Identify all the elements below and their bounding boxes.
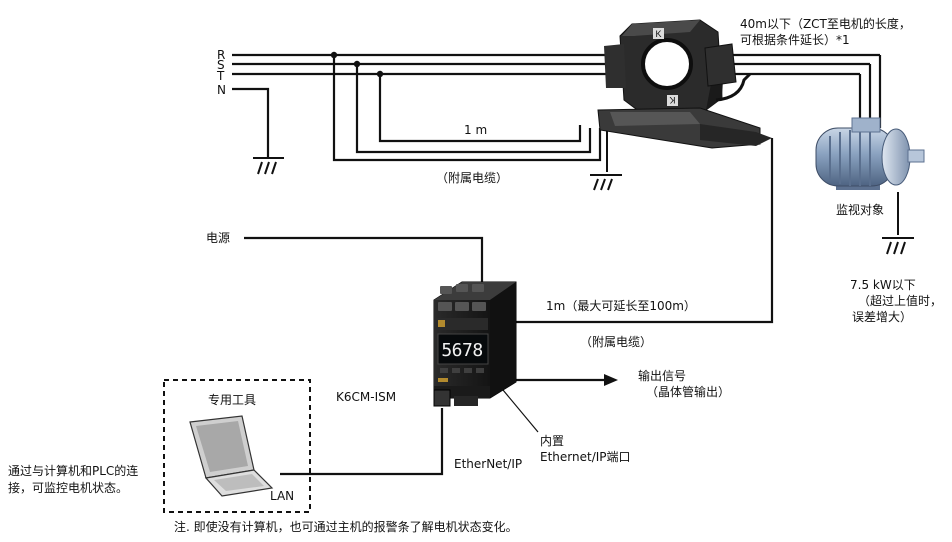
line-label-n: N <box>217 83 226 97</box>
port-leader-line <box>502 389 539 433</box>
tap-cable-length: 1 m <box>464 123 488 137</box>
pc-plc-note-2: 接，可监控电机状态。 <box>8 481 129 495</box>
pc-plc-note-1: 通过与计算机和PLC的连 <box>8 464 139 478</box>
ground-symbol-n <box>253 157 284 175</box>
tool-label: 专用工具 <box>208 393 257 407</box>
ground-symbol-ct <box>590 130 622 191</box>
motor-feed-lines <box>858 55 882 128</box>
lan-label: LAN <box>270 489 295 503</box>
laptop-icon <box>189 415 274 497</box>
motor-power-limit-2: （超过上值时， <box>858 294 943 308</box>
line-label-t: T <box>217 69 225 83</box>
sensor-cable <box>496 138 774 324</box>
builtin-port-label-2: Ethernet/IP端口 <box>540 450 631 464</box>
motor-icon <box>815 117 925 190</box>
k6cm-device: 5678 <box>433 281 517 407</box>
attached-cable-label-mid: （附属电缆） <box>580 335 653 349</box>
tool-dashed-box <box>163 379 311 513</box>
ct-mark-bottom: K <box>669 95 675 105</box>
zct-length-note-1: 40m以下（ZCT至电机的长度， <box>740 17 911 31</box>
motor-power-limit-1: 7.5 kW以下 <box>850 278 916 292</box>
zct-length-note-2: 可根据条件延长）*1 <box>740 33 850 47</box>
line-n <box>232 87 270 158</box>
line-label-s: S <box>217 58 225 72</box>
footnote: 注. 即使没有计算机，也可通过主机的报警条了解电机状态变化。 <box>174 520 518 534</box>
motor-power-limit-3: 误差增大） <box>852 310 913 324</box>
ethernet-cable <box>280 408 444 476</box>
device-display-value: 5678 <box>441 340 482 361</box>
device-model-label: K6CM-ISM <box>336 390 397 404</box>
builtin-port-label-1: 内置 <box>540 434 565 448</box>
ground-symbol-motor <box>882 192 914 255</box>
terminal-blocks <box>438 284 486 311</box>
attached-cable-label-top: （附属电缆） <box>436 171 509 185</box>
motor-label: 监视对象 <box>836 203 885 217</box>
output-signal-label: 输出信号 <box>638 369 687 383</box>
output-arrow <box>516 374 618 386</box>
voltage-tap-cables <box>332 55 602 162</box>
zct-sensor: K K <box>597 19 772 149</box>
cable-extend-label: 1m（最大可延长至100m） <box>546 299 696 313</box>
power-supply-cable <box>244 236 484 282</box>
indicator-leds <box>440 368 484 373</box>
ethernet-label: EtherNet/IP <box>454 457 523 471</box>
ethernet-port <box>433 389 451 407</box>
output-type-label: （晶体管输出） <box>646 385 731 399</box>
ct-mark-top: K <box>655 29 661 39</box>
power-lines <box>232 53 880 158</box>
power-label: 电源 <box>206 231 231 245</box>
line-label-r: R <box>217 48 226 62</box>
